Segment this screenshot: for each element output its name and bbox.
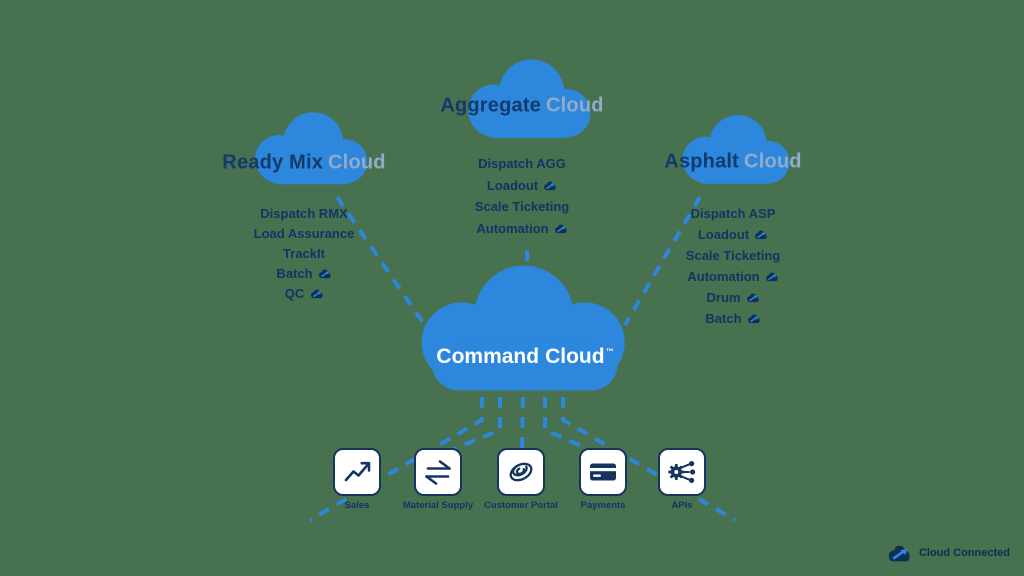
product-label: Automation <box>476 220 549 236</box>
product-item: QC <box>285 283 324 303</box>
cloud-connected-icon <box>754 229 768 240</box>
title-secondary: Cloud <box>546 94 604 117</box>
command-cloud-icon <box>421 265 625 391</box>
exchange-arrows-icon <box>425 460 451 485</box>
product-label: Dispatch AGG <box>478 156 566 172</box>
product-item: Loadout <box>698 224 768 245</box>
aggregate-cloud-icon <box>468 59 591 139</box>
trend-up-icon <box>344 461 371 482</box>
product-item: Drum <box>707 287 760 308</box>
api-network-icon <box>668 461 696 483</box>
product-label: Scale Ticketing <box>685 248 781 263</box>
ready-mix-cloud-icon <box>255 112 368 185</box>
connector-material-supply <box>436 397 502 458</box>
product-item: Loadout <box>487 175 557 197</box>
footer-label: Cloud Connected <box>918 547 1010 559</box>
cloud-connected-icon <box>746 292 760 303</box>
product-label: TrackIt <box>283 245 325 261</box>
title-primary: Aggregate <box>440 94 542 117</box>
cloud-connected-icon <box>543 180 557 191</box>
cloud-connected-icon <box>765 271 779 282</box>
product-item: Automation <box>476 218 568 240</box>
service-tile-payments <box>579 448 627 496</box>
connector-customer-portal <box>520 396 525 453</box>
product-item: Dispatch ASP <box>691 203 776 224</box>
product-label: Loadout <box>486 177 539 193</box>
service-tile-apis <box>658 448 706 496</box>
aggregate-product-list: Dispatch AGG Loadout Scale Ticketing Aut… <box>475 153 569 239</box>
connector-asphalt <box>623 195 702 327</box>
service-tile-sales <box>333 448 381 496</box>
product-label: Loadout <box>697 227 750 242</box>
product-label: Drum <box>706 290 741 305</box>
title-secondary: Cloud <box>545 345 605 368</box>
service-tile-material-supply <box>414 448 462 496</box>
product-item: Batch <box>705 308 761 329</box>
swirl-icon <box>509 462 533 482</box>
product-label: QC <box>284 285 305 301</box>
service-label-customer-portal: Customer Portal <box>484 500 558 511</box>
connector-sales <box>308 397 484 522</box>
title-primary: Asphalt <box>664 150 740 173</box>
title-secondary: Cloud <box>744 150 802 173</box>
asphalt-cloud-icon <box>682 115 790 184</box>
connector-apis <box>561 397 737 522</box>
trademark-symbol: ™ <box>605 347 614 356</box>
title-primary: Command <box>436 345 540 368</box>
title-primary: Ready Mix <box>222 151 324 174</box>
credit-card-icon <box>590 463 616 481</box>
cloud-connected-icon <box>747 313 761 324</box>
connector-ready-mix <box>335 195 430 332</box>
service-label-sales: Sales <box>344 500 370 511</box>
service-label-apis: APIs <box>671 500 693 511</box>
product-label: Load Assurance <box>253 225 355 241</box>
asphalt-product-list: Dispatch ASP Loadout Scale Ticketing Aut… <box>686 203 780 329</box>
service-label-material-supply: Material Supply <box>402 500 474 511</box>
cloud-connected-badge: Cloud Connected <box>886 543 1010 563</box>
product-label: Batch <box>276 265 313 281</box>
product-item: Scale Ticketing <box>686 245 780 266</box>
cloud-connected-icon <box>318 268 332 279</box>
product-item: Dispatch AGG <box>478 153 566 175</box>
product-item: Dispatch RMX <box>260 203 347 223</box>
product-label: Scale Ticketing <box>474 199 570 215</box>
ready-mix-product-list: Dispatch RMX Load Assurance TrackIt Batc… <box>254 203 355 303</box>
title-secondary: Cloud <box>328 151 386 174</box>
service-label-payments: Payments <box>580 500 626 511</box>
product-label: Dispatch ASP <box>690 206 776 221</box>
connector-payments <box>543 397 605 458</box>
product-label: Batch <box>705 311 742 326</box>
cloud-connected-icon <box>309 288 323 299</box>
product-label: Dispatch RMX <box>260 205 348 221</box>
product-item: Load Assurance <box>254 223 355 243</box>
product-label: Automation <box>687 269 760 284</box>
product-item: Automation <box>687 266 779 287</box>
product-item: TrackIt <box>283 243 325 263</box>
service-tile-customer-portal <box>497 448 545 496</box>
cloud-connected-icon <box>887 544 911 563</box>
cloud-connected-icon <box>554 223 568 234</box>
product-item: Scale Ticketing <box>475 196 569 218</box>
product-item: Batch <box>276 263 332 283</box>
